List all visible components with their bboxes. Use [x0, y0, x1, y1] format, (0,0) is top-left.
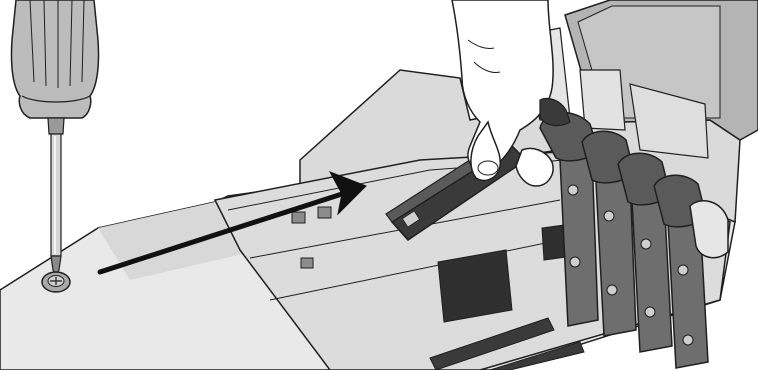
bracket-2-hole-top [604, 211, 614, 221]
hand-thumbnail [478, 161, 498, 175]
bracket-4-hole-bottom [683, 335, 693, 345]
board-pad-2 [318, 207, 331, 218]
board-pad-3 [301, 258, 313, 268]
chipset-large [438, 250, 512, 322]
board-pad-1 [292, 212, 305, 223]
bracket-1-hole-top [568, 185, 578, 195]
bracket-3-hole-top [641, 239, 651, 249]
bracket-3-hole-bottom [645, 307, 655, 317]
bracket-1-hole-bottom [570, 257, 580, 267]
bracket-4-hole-top [678, 265, 688, 275]
screwdriver-handle [11, 0, 98, 118]
screwdriver-shaft [51, 134, 61, 256]
bracket-2-hole-bottom [607, 285, 617, 295]
screwdriver-ferrule [48, 118, 64, 134]
screw-icon [42, 272, 70, 292]
screwdriver-icon [11, 0, 98, 276]
